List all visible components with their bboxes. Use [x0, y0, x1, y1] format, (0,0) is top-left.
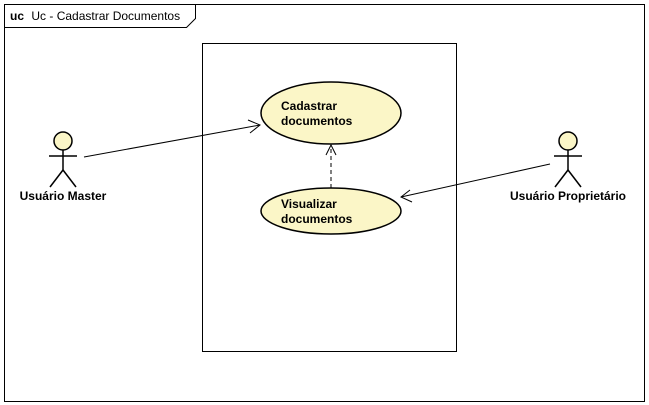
actor-usuario-proprietario[interactable]: Usuário Proprietário: [510, 131, 626, 203]
actor-right-leg: [62, 169, 77, 188]
association-arrowhead: [400, 189, 413, 203]
usecase-ellipse: [260, 187, 402, 235]
frame-keyword: uc: [10, 9, 24, 23]
actor-usuario-master[interactable]: Usuário Master: [20, 131, 107, 203]
association-proprietario-to-visualizar: [400, 163, 551, 203]
usecase-label-line2: documentos: [281, 212, 353, 226]
usecase-label-line1: Cadastrar: [281, 99, 337, 113]
dependency-visualizar-to-cadastrar: [325, 143, 337, 188]
usecase-cadastrar-documentos[interactable]: Cadastrar documentos: [260, 81, 402, 145]
dependency-arrowhead: [325, 143, 337, 156]
frame-title: uc Uc - Cadastrar Documentos: [10, 9, 180, 23]
association-arrowhead: [247, 119, 261, 134]
actor-head: [558, 131, 578, 151]
usecase-visualizar-documentos[interactable]: Visualizar documentos: [260, 187, 402, 235]
association-line: [83, 124, 261, 158]
actor-right-leg: [567, 169, 582, 188]
usecase-ellipse: [260, 81, 402, 145]
usecase-label-line1: Visualizar: [281, 197, 337, 211]
actor-label: Usuário Master: [20, 189, 107, 203]
actor-left-leg: [49, 169, 64, 188]
usecase-label-line2: documentos: [281, 114, 353, 128]
actor-left-leg: [554, 169, 569, 188]
association-line: [400, 163, 551, 198]
actor-label: Usuário Proprietário: [510, 189, 626, 203]
frame-title-tab: [4, 4, 196, 28]
diagram-frame: [4, 4, 645, 402]
association-master-to-cadastrar: [83, 119, 261, 158]
frame-name: Uc - Cadastrar Documentos: [31, 9, 180, 23]
actor-head: [53, 131, 73, 151]
